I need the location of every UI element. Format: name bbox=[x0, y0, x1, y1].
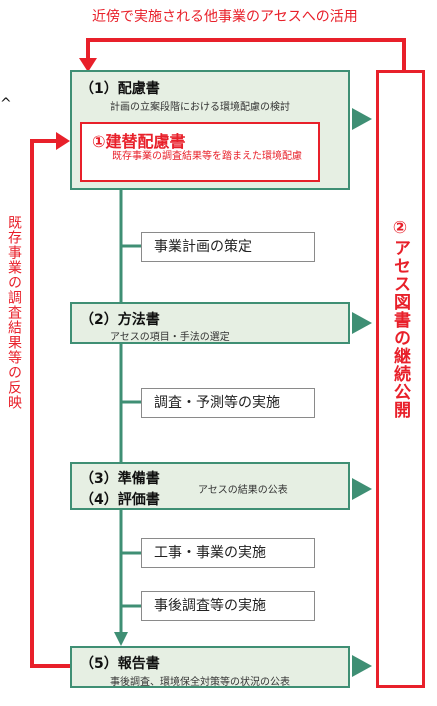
step-survey-prediction: 調査・予測等の実施 bbox=[141, 388, 315, 418]
step-post-survey: 事後調査等の実施 bbox=[141, 591, 315, 621]
step-business-plan: 事業計画の策定 bbox=[141, 232, 315, 262]
top-loop-line bbox=[86, 38, 406, 70]
stage-5-title: （5）報告書 bbox=[80, 656, 160, 672]
stage-3-4-subtitle: アセスの結果の公表 bbox=[198, 485, 288, 496]
flow-arrowhead bbox=[114, 632, 128, 646]
stage-3-4-box: （3）準備書 （4）評価書 アセスの結果の公表 bbox=[70, 462, 350, 510]
right-arrow bbox=[352, 108, 372, 130]
stage-1-box: （1）配慮書 計画の立案段階における環境配慮の検討 ①建替配慮書 既存事業の調査… bbox=[70, 70, 350, 190]
stage-2-subtitle: アセスの項目・手法の選定 bbox=[110, 332, 230, 343]
left-loop-arrowhead bbox=[56, 132, 70, 150]
step-construction: 工事・事業の実施 bbox=[141, 538, 315, 568]
stage-5-subtitle: 事後調査、環境保全対策等の状況の公表 bbox=[110, 677, 290, 688]
left-loop-line bbox=[30, 139, 70, 668]
caret-mark: ^ bbox=[0, 96, 12, 112]
right-arrow bbox=[352, 478, 372, 500]
top-feedback-label: 近傍で実施される他事業のアセスへの活用 bbox=[92, 9, 358, 25]
stage-2-box: （2）方法書 アセスの項目・手法の選定 bbox=[70, 302, 350, 344]
rebuild-consideration-title: ①建替配慮書 bbox=[92, 132, 186, 151]
top-loop-arrowhead bbox=[79, 58, 97, 72]
stage-2-title: （2）方法書 bbox=[80, 312, 160, 328]
stage-3-title: （3）準備書 bbox=[80, 471, 160, 487]
stage-1-title: （1）配慮書 bbox=[80, 81, 160, 97]
stage-1-subtitle: 計画の立案段階における環境配慮の検討 bbox=[110, 102, 290, 113]
feedback-label: 既存事業の調査結果等の反映 bbox=[6, 215, 22, 410]
right-arrow bbox=[352, 312, 372, 334]
stage-5-box: （5）報告書 事後調査、環境保全対策等の状況の公表 bbox=[70, 646, 350, 688]
rebuild-consideration-box: ①建替配慮書 既存事業の調査結果等を踏まえた環境配慮 bbox=[80, 122, 320, 182]
rebuild-consideration-subtitle: 既存事業の調査結果等を踏まえた環境配慮 bbox=[112, 151, 302, 162]
continuous-disclosure-label: ②アセス図書の継続公開 bbox=[390, 218, 410, 419]
continuous-disclosure-box: ②アセス図書の継続公開 bbox=[376, 70, 425, 688]
right-arrow bbox=[352, 655, 372, 677]
stage-4-title: （4）評価書 bbox=[80, 492, 160, 508]
